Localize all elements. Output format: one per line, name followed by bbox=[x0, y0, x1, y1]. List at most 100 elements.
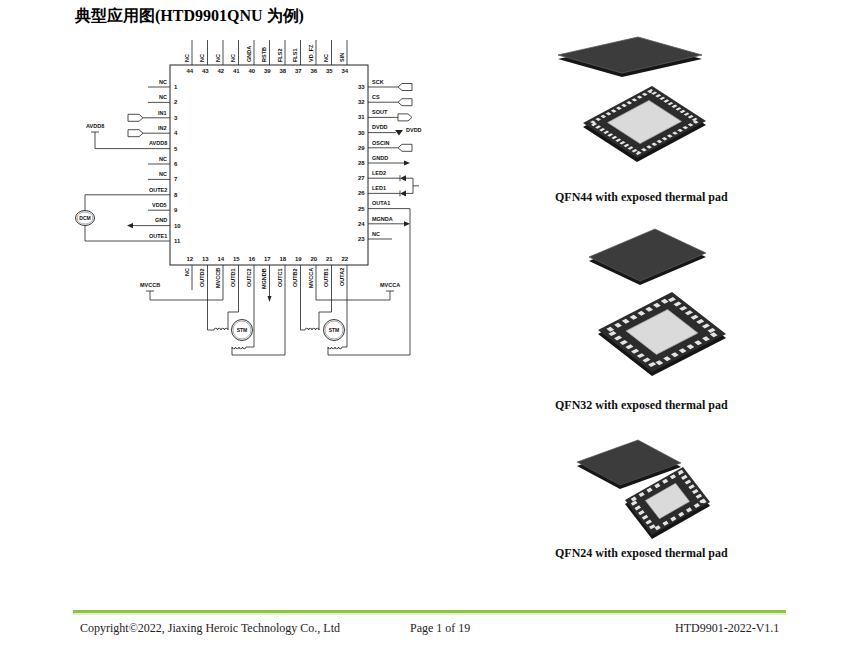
pin-name: VDD5 bbox=[152, 203, 167, 209]
chip-body bbox=[170, 65, 368, 265]
motor-ring bbox=[76, 211, 95, 226]
pin-name: MGNDB bbox=[262, 268, 268, 289]
pin-number: 14 bbox=[218, 256, 225, 262]
pin-name: OSCIN bbox=[372, 141, 389, 147]
pin-name: OUTC2 bbox=[247, 268, 253, 287]
motor-label: DCM bbox=[79, 216, 90, 221]
page-title: 典型应用图(HTD9901QNU 为例) bbox=[75, 7, 304, 25]
pin-number: 11 bbox=[174, 238, 180, 244]
pin-name: OUTC1 bbox=[278, 268, 284, 287]
arrowhead bbox=[268, 296, 272, 302]
pin-name: NC bbox=[324, 54, 330, 62]
motor-wire bbox=[85, 195, 170, 241]
package-photo bbox=[589, 229, 726, 376]
pin-number: 34 bbox=[342, 68, 349, 74]
pin-name: NC bbox=[159, 80, 167, 86]
pin-number: 10 bbox=[174, 223, 181, 229]
motor-ring bbox=[324, 320, 345, 341]
pin-name: AVDD8 bbox=[149, 141, 167, 147]
pin-number: 44 bbox=[187, 68, 194, 74]
pin-lead bbox=[368, 87, 404, 239]
pin-number: 31 bbox=[358, 114, 365, 120]
input-port bbox=[128, 130, 143, 137]
pin-number: 38 bbox=[280, 68, 287, 74]
package-top bbox=[558, 37, 702, 73]
thermal-pad bbox=[645, 483, 689, 518]
pin-name: FLS1 bbox=[293, 49, 299, 62]
power-symbol bbox=[395, 130, 403, 136]
motor-ring bbox=[232, 320, 253, 341]
pin-name: LED1 bbox=[372, 186, 386, 192]
pin-number: 25 bbox=[358, 206, 365, 212]
led-symbol bbox=[400, 190, 406, 196]
pin-lead bbox=[192, 40, 347, 65]
pin-name: GNDD bbox=[372, 156, 388, 162]
pin-number: 28 bbox=[358, 160, 365, 166]
footer-text: Copyright©2022, Jiaxing Heroic Technolog… bbox=[80, 622, 340, 634]
pin-number: 9 bbox=[174, 207, 177, 213]
pin-name: NC bbox=[159, 172, 167, 178]
package-bottom bbox=[583, 86, 706, 158]
motor-symbol: STM bbox=[323, 319, 345, 341]
pin-name: NC bbox=[231, 54, 237, 62]
pin-name: NC bbox=[185, 268, 191, 276]
package-bottom bbox=[625, 467, 710, 535]
arrowhead bbox=[404, 221, 410, 226]
motor-symbol: DCM bbox=[75, 210, 95, 226]
package-bottom bbox=[598, 292, 726, 372]
pin-number: 40 bbox=[249, 68, 256, 74]
pin-number: 4 bbox=[174, 130, 177, 136]
coil-wire bbox=[232, 265, 285, 355]
pin-name: GNDA bbox=[247, 46, 253, 62]
pin-name: VD_FZ bbox=[309, 45, 315, 62]
pin-lead bbox=[192, 265, 193, 290]
pin-name: MGNDA bbox=[372, 217, 393, 223]
pin-name: OUTE2 bbox=[149, 188, 167, 194]
motor-ring bbox=[325, 321, 343, 339]
pin-number: 22 bbox=[342, 256, 349, 262]
thermal-pad bbox=[608, 100, 682, 143]
ground-wire bbox=[133, 225, 170, 226]
pin-name: OUTA2 bbox=[340, 268, 346, 286]
arrowhead bbox=[127, 223, 133, 228]
led-symbol bbox=[400, 175, 406, 181]
pin-number: 7 bbox=[174, 176, 177, 182]
pin-name: OUTB2 bbox=[293, 268, 299, 287]
pin-number: 19 bbox=[295, 256, 302, 262]
motor-label: STM bbox=[237, 328, 248, 333]
coil-wire bbox=[301, 265, 332, 330]
arrowhead bbox=[404, 160, 410, 165]
power-label: MVCCA bbox=[380, 283, 400, 289]
package-photo bbox=[577, 440, 710, 539]
figure-caption: QFN32 with exposed thermal pad bbox=[555, 399, 728, 411]
pin-name: FLS2 bbox=[278, 49, 284, 62]
pin-number: 1 bbox=[174, 84, 177, 90]
figure-caption: QFN24 with exposed thermal pad bbox=[555, 547, 728, 559]
power-label: MVCCB bbox=[140, 283, 160, 289]
coil-wire bbox=[208, 265, 239, 330]
footer-rule bbox=[73, 610, 786, 613]
pin-number: 20 bbox=[311, 256, 318, 262]
package-pads bbox=[632, 472, 703, 529]
pin-name: OUTA1 bbox=[372, 201, 390, 207]
pin-number: 33 bbox=[358, 84, 365, 90]
pin-name: GND bbox=[155, 218, 167, 224]
pin-name: MVCCA bbox=[309, 268, 315, 288]
thermal-pad bbox=[626, 310, 698, 355]
pin-number: 35 bbox=[326, 68, 333, 74]
pin-name: IN2 bbox=[158, 126, 167, 132]
pin-name: MVCCB bbox=[216, 268, 222, 288]
pin-name: OUTE1 bbox=[149, 234, 167, 240]
pin-number: 18 bbox=[280, 256, 287, 262]
pin-name: DVDD bbox=[372, 125, 388, 131]
pin-name: OUTD2 bbox=[200, 268, 206, 287]
pin-number: 41 bbox=[233, 68, 240, 74]
pin-number: 3 bbox=[174, 115, 177, 121]
pin-number: 37 bbox=[295, 68, 302, 74]
pin-number: 5 bbox=[174, 146, 177, 152]
pin-number: 12 bbox=[187, 256, 194, 262]
pin-number: 24 bbox=[358, 221, 365, 227]
input-port bbox=[398, 144, 412, 151]
pin-name: NC bbox=[159, 157, 167, 163]
pin-name: NC bbox=[216, 54, 222, 62]
